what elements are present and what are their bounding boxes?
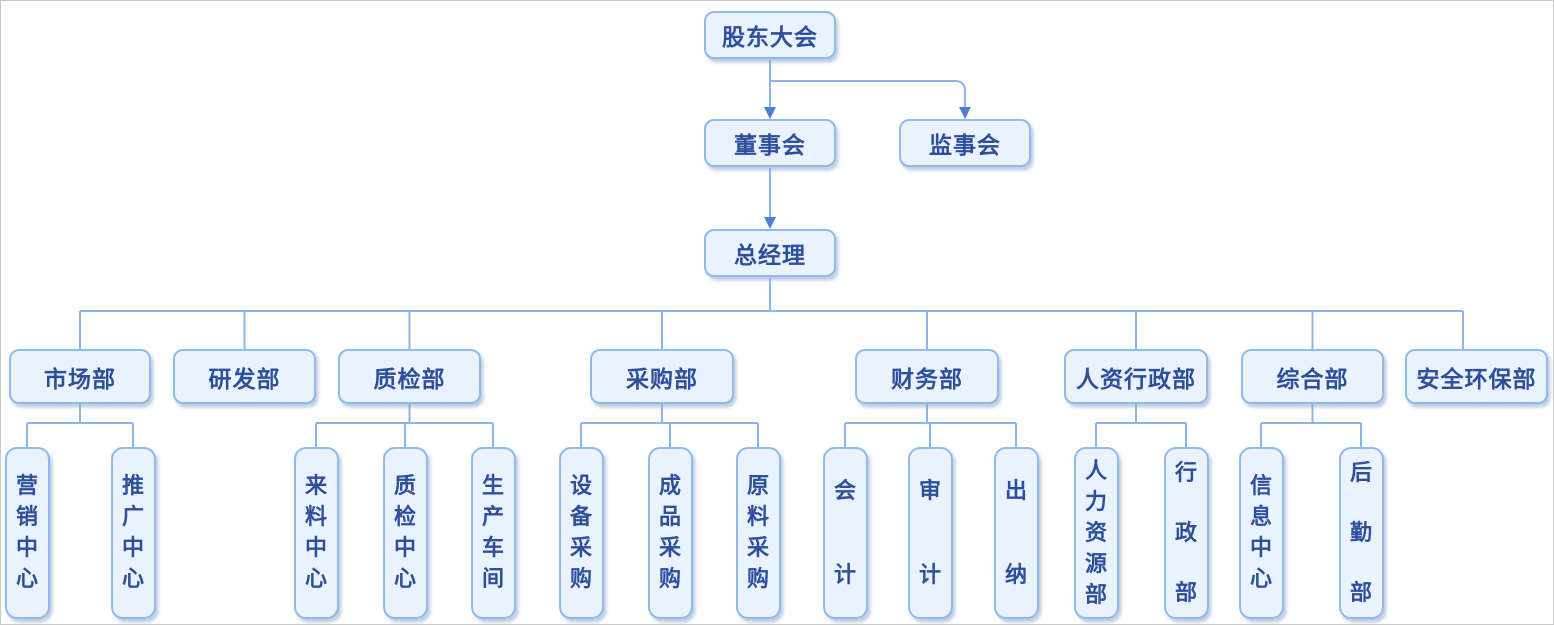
- org-node-dept-procurement: 采购部: [590, 349, 734, 404]
- org-node-char: 来: [304, 473, 327, 499]
- org-node-board-of-directors: 董事会: [704, 119, 836, 167]
- org-node-char: 心: [15, 566, 38, 592]
- org-node-char: 部: [1174, 580, 1197, 606]
- org-node-dept-general: 综合部: [1241, 349, 1384, 404]
- arrowhead-board: [764, 107, 776, 119]
- org-node-char: 中: [1249, 535, 1272, 561]
- org-node-production-workshop: 生产车间: [470, 447, 516, 619]
- org-node-dept-safety-env: 安全环保部: [1405, 349, 1548, 404]
- org-node-shareholders-meeting: 股东大会: [704, 11, 836, 59]
- org-node-char: 心: [1249, 566, 1272, 592]
- org-node-logistics-dept: 后勤部: [1338, 447, 1384, 619]
- org-node-char: 采: [569, 535, 592, 561]
- org-node-char: 审: [918, 478, 941, 504]
- connector-general-children: [1260, 404, 1362, 447]
- org-node-char: 购: [746, 566, 769, 592]
- org-node-char: 品: [658, 504, 681, 530]
- org-node-finished-goods-procurement: 成品采购: [647, 447, 693, 619]
- org-node-char: 心: [304, 566, 327, 592]
- org-node-information-center: 信息中心: [1238, 447, 1284, 619]
- org-node-raw-material-procurement: 原料采购: [735, 447, 781, 619]
- connector-procurement-children: [580, 404, 759, 447]
- org-node-promotion-center: 推广中心: [110, 447, 156, 619]
- org-node-char: 部: [1084, 581, 1107, 608]
- org-node-cashier: 出纳: [993, 447, 1039, 619]
- org-node-char: 成: [658, 473, 681, 499]
- org-node-char: 政: [1174, 520, 1197, 546]
- connector-finance-children: [844, 404, 1017, 447]
- org-node-char: 购: [569, 566, 592, 592]
- org-node-char: 后: [1349, 460, 1372, 486]
- connector-hr-admin-children: [1095, 404, 1187, 447]
- org-node-supervisory-board: 监事会: [899, 119, 1031, 167]
- connector-marketing-children: [26, 404, 134, 447]
- org-node-char: 计: [918, 562, 941, 588]
- org-node-char: 料: [304, 504, 327, 530]
- org-node-char: 营: [15, 473, 38, 499]
- org-node-char: 中: [393, 535, 416, 561]
- org-node-char: 料: [746, 504, 769, 530]
- org-node-general-manager: 总经理: [704, 229, 836, 277]
- connector-shareholders-supervisors: [770, 80, 966, 111]
- org-node-char: 勤: [1349, 520, 1372, 546]
- org-node-char: 出: [1004, 478, 1027, 504]
- org-node-char: 心: [393, 566, 416, 592]
- org-node-char: 车: [481, 535, 504, 561]
- org-node-char: 间: [481, 566, 504, 592]
- org-node-equipment-procurement: 设备采购: [558, 447, 604, 619]
- org-node-administration-dept: 行政部: [1163, 447, 1209, 619]
- org-node-char: 购: [658, 566, 681, 592]
- org-node-char: 中: [304, 535, 327, 561]
- org-node-char: 中: [15, 535, 38, 561]
- org-node-dept-finance: 财务部: [855, 349, 999, 404]
- org-node-char: 人: [1084, 457, 1107, 484]
- org-node-char: 纳: [1004, 562, 1027, 588]
- org-node-char: 原: [746, 473, 769, 499]
- org-node-char: 采: [658, 535, 681, 561]
- org-node-char: 心: [121, 566, 144, 592]
- org-node-char: 会: [833, 478, 856, 504]
- org-node-dept-marketing: 市场部: [9, 349, 151, 404]
- org-node-audit: 审计: [907, 447, 953, 619]
- org-node-char: 部: [1349, 580, 1372, 606]
- org-node-char: 源: [1084, 550, 1107, 577]
- org-node-char: 设: [569, 473, 592, 499]
- org-node-char: 力: [1084, 488, 1107, 515]
- org-node-marketing-center: 营销中心: [4, 447, 50, 619]
- org-node-char: 推: [121, 473, 144, 499]
- arrowhead-gm: [764, 217, 776, 229]
- org-node-human-resources-dept: 人力资源部: [1073, 447, 1119, 619]
- org-node-quality-inspection-center: 质检中心: [382, 447, 428, 619]
- org-node-char: 生: [481, 473, 504, 499]
- org-node-char: 息: [1249, 504, 1272, 530]
- org-node-char: 销: [15, 504, 38, 530]
- org-node-char: 行: [1174, 460, 1197, 486]
- org-node-char: 广: [121, 504, 144, 530]
- org-node-char: 备: [569, 504, 592, 530]
- connector-qc-children: [315, 404, 494, 447]
- org-node-char: 资: [1084, 519, 1107, 546]
- org-node-char: 中: [121, 535, 144, 561]
- arrowhead-supervisors: [959, 107, 971, 119]
- org-node-char: 计: [833, 562, 856, 588]
- org-node-char: 信: [1249, 473, 1272, 499]
- org-node-dept-qc: 质检部: [338, 349, 481, 404]
- org-node-incoming-material-center: 来料中心: [293, 447, 339, 619]
- org-node-char: 检: [393, 504, 416, 530]
- org-node-char: 产: [481, 504, 504, 530]
- org-node-char: 采: [746, 535, 769, 561]
- org-node-char: 质: [393, 473, 416, 499]
- org-node-dept-hr-admin: 人资行政部: [1064, 349, 1208, 404]
- org-node-accounting: 会计: [822, 447, 868, 619]
- org-node-dept-rnd: 研发部: [173, 349, 316, 404]
